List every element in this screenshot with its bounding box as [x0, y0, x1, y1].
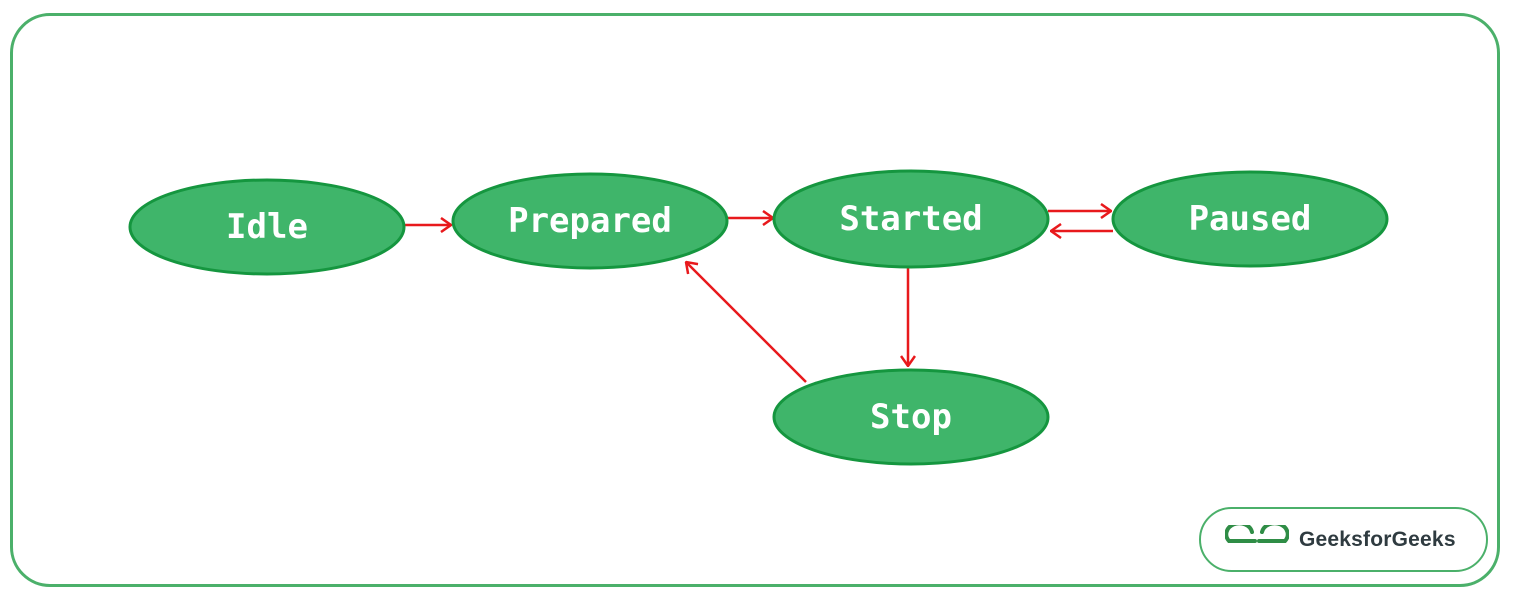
node-paused: Paused — [1111, 170, 1389, 268]
edge-stop-prepared — [686, 262, 807, 383]
node-prepared: Prepared — [451, 172, 729, 270]
node-idle-label: Idle — [226, 207, 308, 247]
node-prepared-label: Prepared — [508, 201, 672, 241]
brand-name: GeeksforGeeks — [1299, 527, 1456, 551]
brand-badge: GeeksforGeeks — [1199, 507, 1488, 572]
node-started-label: Started — [839, 199, 982, 239]
geeksforgeeks-logo-icon — [1225, 524, 1289, 543]
node-stop-label: Stop — [870, 397, 952, 437]
node-stop: Stop — [772, 368, 1050, 466]
node-idle: Idle — [128, 178, 406, 276]
node-paused-label: Paused — [1189, 199, 1312, 239]
node-started: Started — [772, 169, 1050, 269]
diagram-frame — [10, 13, 1500, 587]
